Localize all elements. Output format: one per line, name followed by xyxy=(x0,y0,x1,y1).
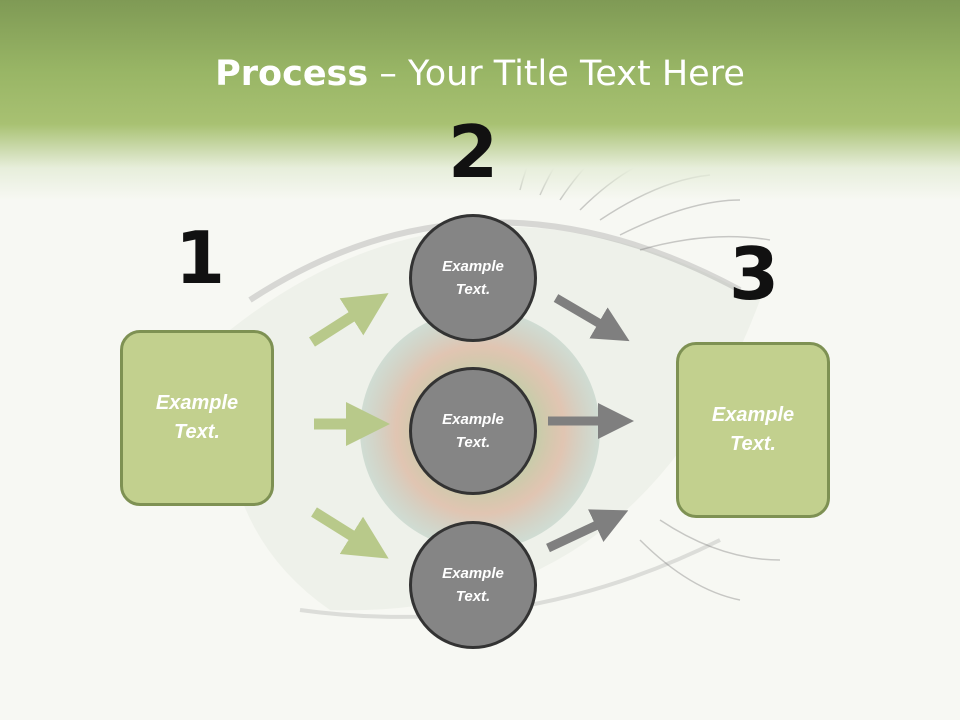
step-2-circle-top: Example Text. xyxy=(409,214,537,342)
step-3-box: Example Text. xyxy=(676,342,830,518)
slide-title: Process – Your Title Text Here xyxy=(0,52,960,96)
step-2-circle-middle: Example Text. xyxy=(409,367,537,495)
step-1-box-text: Example Text. xyxy=(155,392,239,443)
green-arrows xyxy=(309,293,390,559)
gray-arrows xyxy=(546,294,634,553)
circle-top-text: Example Text. xyxy=(442,258,504,298)
arrow-to-circle-top xyxy=(309,293,389,347)
step-number-1: 1 xyxy=(174,216,226,300)
arrow-from-circle-top xyxy=(553,294,630,342)
arrow-from-circle-bottom xyxy=(546,509,629,553)
header-band xyxy=(0,0,960,200)
step-1-box: Example Text. xyxy=(120,330,274,506)
title-rest: – Your Title Text Here xyxy=(368,54,745,94)
step-3-box-text: Example Text. xyxy=(711,404,795,455)
step-2-circle-bottom: Example Text. xyxy=(409,521,537,649)
step-number-2: 2 xyxy=(447,110,499,194)
arrow-to-circle-bottom xyxy=(311,507,389,559)
step-number-3: 3 xyxy=(728,232,780,316)
circle-bottom-text: Example Text. xyxy=(442,565,504,605)
circle-middle-text: Example Text. xyxy=(442,411,504,451)
title-bold: Process xyxy=(215,54,369,94)
